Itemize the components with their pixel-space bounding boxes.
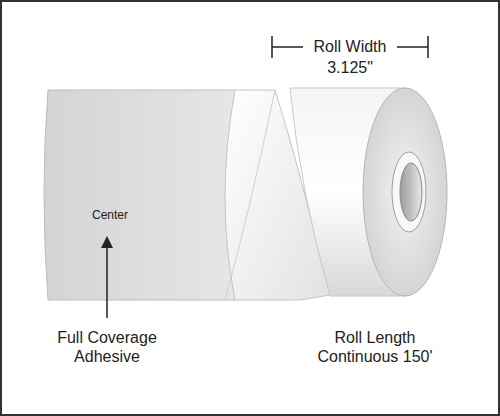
center-arrow [101,236,113,318]
twist-edge [225,90,275,300]
callout-text: Full Coverage Adhesive [42,328,172,366]
callout-text: Roll Length Continuous 150' [310,328,440,366]
adhesive-strip [44,90,235,300]
core-hole [400,163,422,221]
roll-layer [373,102,441,282]
center-label: Center [70,208,150,222]
width-bracket [272,36,428,58]
roll-face [363,88,447,296]
dimension-name: Roll Width [300,37,400,56]
core-outer [392,152,426,232]
dimension-value: 3.125" [300,58,400,77]
